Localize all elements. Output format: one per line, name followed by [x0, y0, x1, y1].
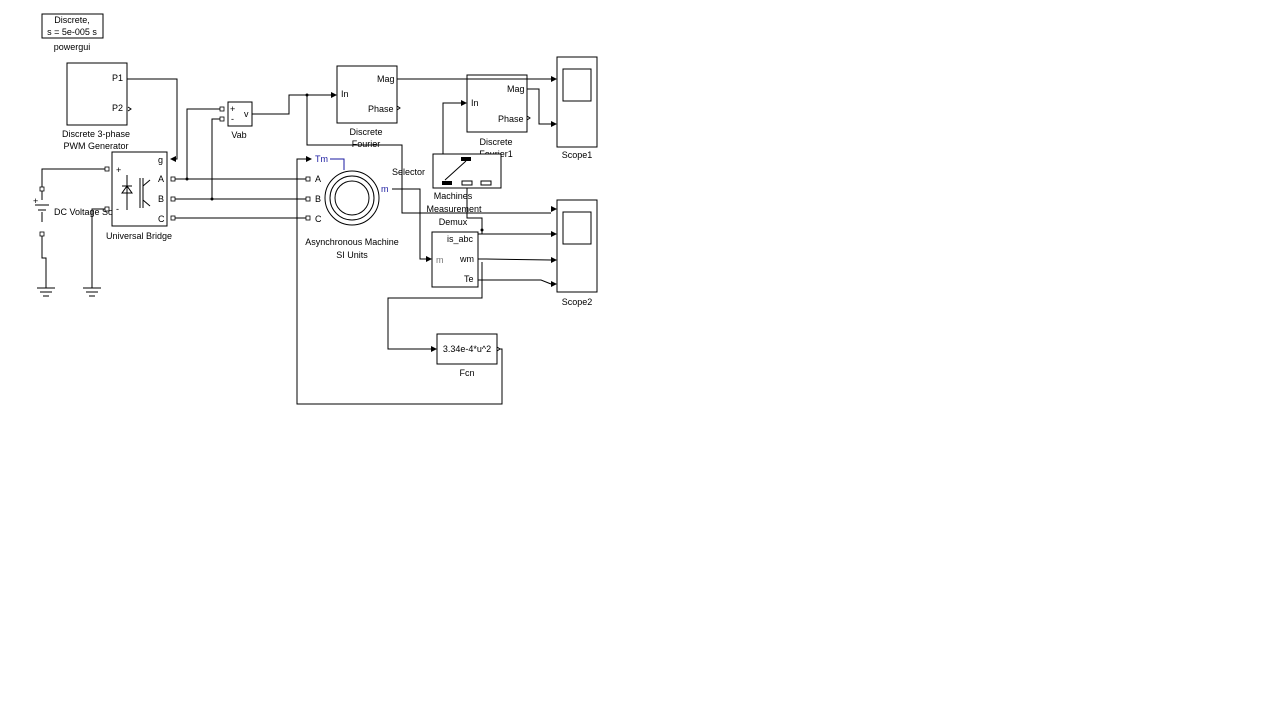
bridge-g-port: g: [158, 155, 163, 165]
machine-label-2: SI Units: [336, 250, 368, 260]
fcn-label: Fcn: [459, 368, 474, 378]
wire-dc-plus: [41, 168, 105, 187]
machine-label-1: Asynchronous Machine: [305, 237, 399, 247]
fourier-label-1: Discrete: [349, 127, 382, 137]
wire-vab-to-fourier: [252, 94, 331, 115]
bridge-minus-port: -: [116, 204, 119, 214]
bridge-label: Universal Bridge: [106, 231, 172, 241]
demux-m-port: m: [436, 255, 444, 265]
wire-vab-plus: [186, 108, 220, 179]
vab-plus-port: +: [230, 104, 235, 114]
scope2-block[interactable]: Scope2: [556, 199, 598, 307]
bridge-b-port: B: [158, 194, 164, 204]
powergui-line1: Discrete,: [54, 15, 90, 25]
demux-wm-port: wm: [459, 254, 474, 264]
pwm-label-1: Discrete 3-phase: [62, 129, 130, 139]
fcn-block[interactable]: 3.34e-4*u^2 Fcn: [436, 333, 501, 378]
scope2-screen-icon: [562, 211, 592, 245]
wire-demux-te-to-scope2: [478, 279, 552, 285]
fourier-phase-port: Phase: [368, 104, 394, 114]
vab-label: Vab: [231, 130, 246, 140]
powergui-label: powergui: [54, 42, 91, 52]
demux-label-2: Measurement: [426, 204, 482, 214]
wire-fourier1-mag-to-scope1: [527, 88, 551, 125]
wire-demux-wm-to-scope2: [478, 258, 552, 261]
selector-block[interactable]: Selector: [392, 153, 502, 189]
scope1-label: Scope1: [562, 150, 593, 160]
powergui-line2: s = 5e-005 s: [47, 27, 97, 37]
fourier1-label-1: Discrete: [479, 137, 512, 147]
powergui-block[interactable]: Discrete, s = 5e-005 s powergui: [41, 13, 104, 52]
fcn-expression: 3.34e-4*u^2: [443, 344, 491, 354]
pwm-p2-chevron: [127, 106, 132, 112]
machine-m-port: m: [381, 184, 389, 194]
machines-measurement-demux-block[interactable]: m is_abc wm Te Machines Measurement Demu…: [426, 191, 482, 288]
wire-bridge-minus: [91, 208, 105, 275]
wire-selector-to-fourier1: [442, 102, 461, 154]
asynchronous-machine-block[interactable]: Tm A B C m Asynchronous Machine SI Units: [305, 154, 399, 260]
motor-icon: [324, 170, 380, 226]
demux-label-3: Demux: [439, 217, 468, 227]
vab-block[interactable]: + - v Vab: [219, 101, 253, 140]
discrete-fourier-block[interactable]: In Mag Phase Discrete Fourier: [336, 65, 401, 149]
pwm-generator-block[interactable]: P1 P2 Discrete 3-phase PWM Generator: [62, 62, 132, 151]
fourier1-phase-port: Phase: [498, 114, 524, 124]
discrete-fourier1-block[interactable]: In Mag Phase Discrete Fourier1: [466, 74, 531, 159]
demux-te-port: Te: [464, 274, 474, 284]
bridge-plus-port: +: [116, 165, 121, 175]
scope2-label: Scope2: [562, 297, 593, 307]
wire-wm-to-fcn: [387, 262, 483, 350]
pwm-label-2: PWM Generator: [63, 141, 128, 151]
wire-dc-minus: [41, 236, 47, 275]
fourier1-mag-port: Mag: [507, 84, 525, 94]
dc-plus-sign: +: [33, 196, 38, 206]
fourier1-in-port: In: [471, 98, 479, 108]
ground-left-icon: [37, 275, 55, 297]
universal-bridge-block[interactable]: + - g A B C Universal Bridge: [104, 151, 176, 241]
demux-label-1: Machines: [434, 191, 473, 201]
machine-a-port: A: [315, 174, 321, 184]
wire-fcn-to-tm: [296, 158, 503, 405]
wire-vab-minus: [211, 118, 220, 199]
wire-isabc-to-selector: [466, 188, 483, 234]
demux-is-abc-port: is_abc: [447, 234, 474, 244]
pwm-p1-port: P1: [112, 73, 123, 83]
pwm-p2-port: P2: [112, 103, 123, 113]
bridge-c-port: C: [158, 214, 165, 224]
scope1-block[interactable]: Scope1: [556, 56, 598, 160]
wire-machine-to-demux: [392, 188, 426, 260]
vab-minus-port: -: [231, 114, 234, 124]
selector-label: Selector: [392, 167, 425, 177]
vab-v-port: v: [244, 109, 249, 119]
fourier-label-2: Fourier: [352, 139, 381, 149]
wire-vab-to-scope2: [306, 95, 551, 214]
selector-switch-icon: [461, 157, 471, 161]
machine-c-port: C: [315, 214, 322, 224]
machine-b-port: B: [315, 194, 321, 204]
machine-tm-port: Tm: [315, 154, 328, 164]
igbt-diode-icon: [121, 175, 151, 210]
scope1-screen-icon: [562, 68, 592, 102]
ground-right-icon: [83, 275, 101, 297]
bridge-a-port: A: [158, 174, 164, 184]
fourier-mag-port: Mag: [377, 74, 395, 84]
wire-pwm-to-bridge-g: [127, 78, 178, 160]
signal-lines: [41, 76, 557, 405]
fourier-in-port: In: [341, 89, 349, 99]
